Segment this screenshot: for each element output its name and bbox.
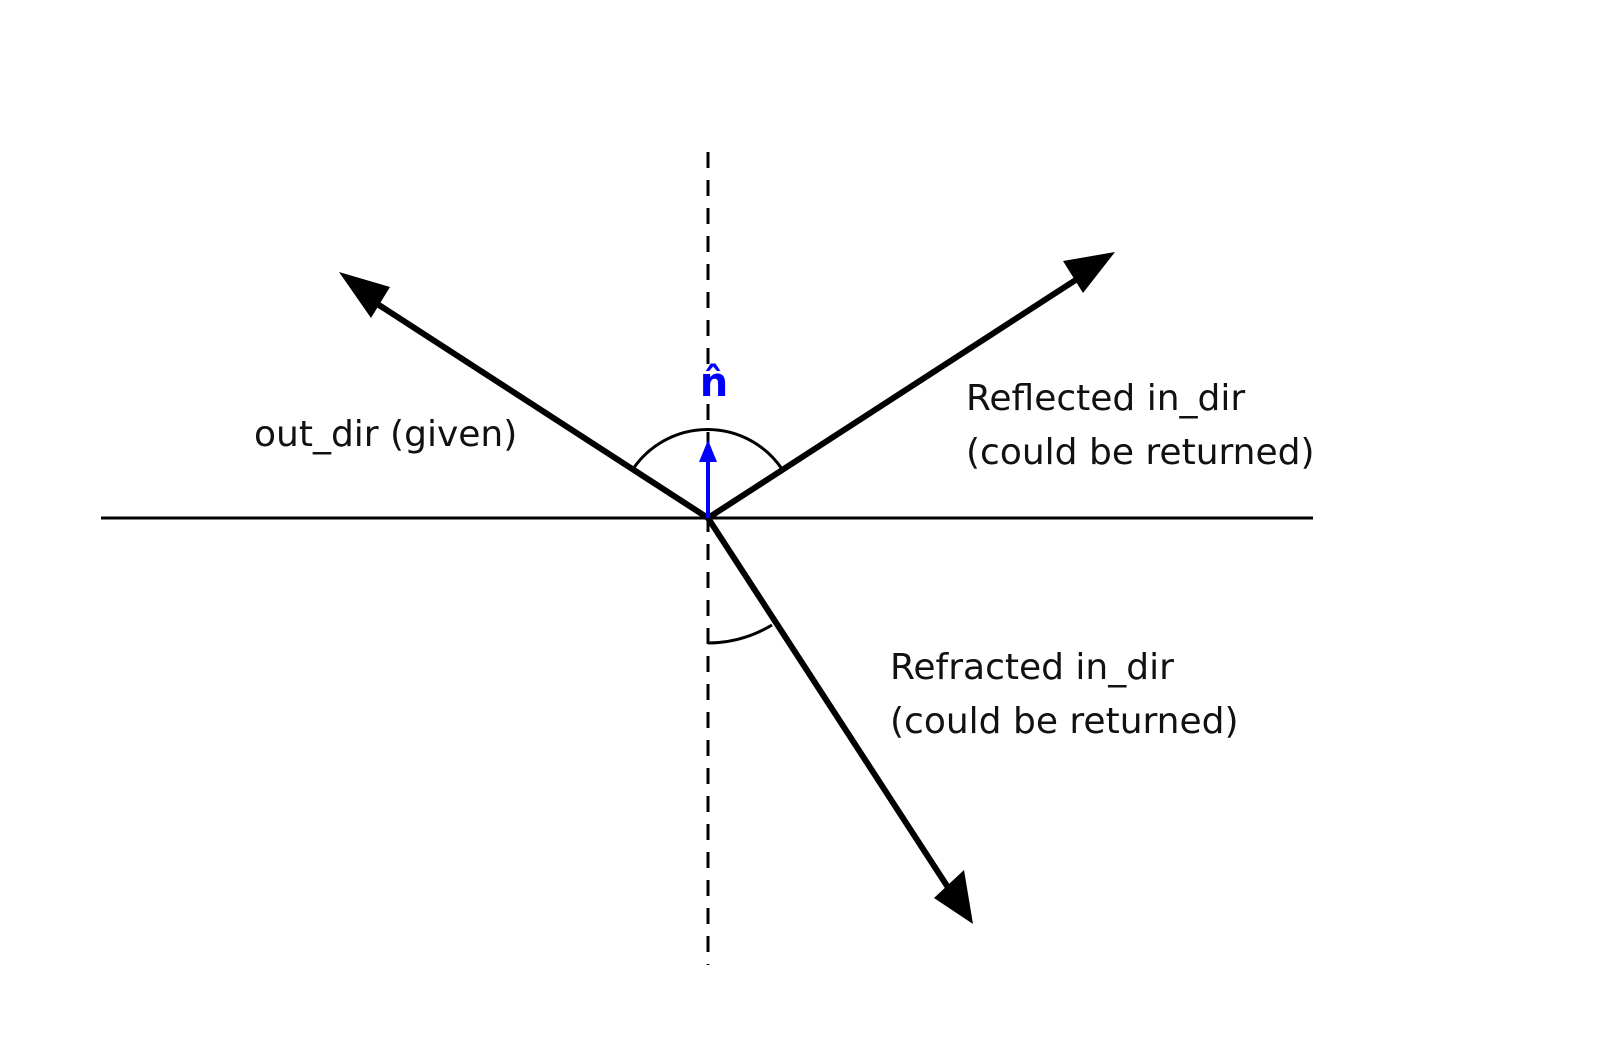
refraction-angle-arc (707, 623, 773, 645)
out-dir-label: out_dir (given) (254, 414, 518, 455)
normal-vector-arrow (699, 440, 717, 518)
normal-n-hat-label: n̂ (699, 360, 729, 406)
reflected-label-line2: (could be returned) (966, 432, 1315, 473)
refracted-in-dir-label: Refracted in_dir (could be returned) (890, 641, 1239, 749)
refracted-label-line2: (could be returned) (890, 701, 1239, 742)
reflection-angle-arc (631, 428, 784, 470)
refracted-label-line1: Refracted in_dir (890, 647, 1174, 688)
reflected-in-dir-arrow (706, 252, 1115, 521)
reflected-label-line1: Reflected in_dir (966, 378, 1246, 419)
refracted-in-dir-arrow (705, 516, 973, 924)
reflected-in-dir-label: Reflected in_dir (could be returned) (966, 372, 1315, 480)
out-dir-arrow (339, 272, 710, 521)
